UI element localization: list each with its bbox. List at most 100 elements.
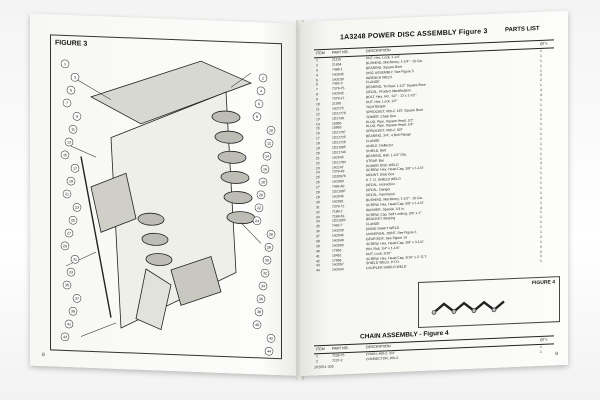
callout-25: 25 xyxy=(68,215,78,225)
callout-40: 40 xyxy=(252,320,262,330)
drive-shaft xyxy=(80,156,112,318)
svg-text:27: 27 xyxy=(67,231,71,235)
parts-cell-desc: COUPLER SHIELD WELD xyxy=(366,264,407,271)
svg-text:41: 41 xyxy=(67,322,71,326)
callout-3: 3 xyxy=(70,73,80,82)
callout-4: 4 xyxy=(256,86,266,96)
callout-42: 42 xyxy=(266,334,276,343)
footer-code: 1P2651-308 xyxy=(314,364,334,370)
callout-6: 6 xyxy=(254,99,264,109)
callout-29: 29 xyxy=(60,241,70,251)
callout-23: 23 xyxy=(72,203,82,212)
callout-26: 26 xyxy=(266,230,276,239)
svg-text:38: 38 xyxy=(257,310,261,314)
svg-text:17: 17 xyxy=(73,167,77,171)
left-page: FIGURE 3 xyxy=(30,13,302,377)
svg-text:34: 34 xyxy=(261,284,265,288)
callout-28: 28 xyxy=(264,242,274,252)
callout-10: 10 xyxy=(266,126,276,135)
callout-20: 20 xyxy=(256,190,266,200)
callout-18: 18 xyxy=(258,177,268,187)
right-page: 1A3248 POWER DISC ASSEMBLY Figure 3 PART… xyxy=(300,10,568,376)
svg-text:37: 37 xyxy=(75,297,79,301)
disc-stack xyxy=(137,110,256,266)
callout-37: 37 xyxy=(72,294,82,303)
svg-text:4: 4 xyxy=(260,89,262,93)
assembly-title: 1A3248 POWER DISC ASSEMBLY Figure 3 xyxy=(340,28,488,42)
svg-text:40: 40 xyxy=(255,323,259,327)
svg-text:12: 12 xyxy=(267,141,271,145)
callout-22: 22 xyxy=(254,203,264,213)
svg-text:13: 13 xyxy=(67,140,71,144)
parts-list-label: PARTS LIST xyxy=(505,25,540,34)
chain-header-qty: QTY. xyxy=(540,337,548,342)
callout-43: 43 xyxy=(60,332,70,342)
svg-text:30: 30 xyxy=(265,258,269,262)
svg-text:33: 33 xyxy=(69,270,73,274)
figure-3-frame: FIGURE 3 xyxy=(50,34,282,360)
callout-36: 36 xyxy=(256,294,266,304)
callout-39: 39 xyxy=(68,306,78,316)
callout-13: 13 xyxy=(64,137,74,147)
chain-assembly-title: CHAIN ASSEMBLY - Figure 4 xyxy=(360,329,449,341)
svg-text:44: 44 xyxy=(267,349,271,353)
svg-text:22: 22 xyxy=(257,206,261,210)
svg-text:6: 6 xyxy=(258,102,260,106)
svg-text:29: 29 xyxy=(63,244,67,248)
parts-cell-part: 1A2634 xyxy=(332,267,344,272)
callout-group: 1234567891011121314151617181920212223242… xyxy=(60,59,276,356)
svg-text:2: 2 xyxy=(262,76,264,80)
svg-text:24: 24 xyxy=(255,219,259,223)
svg-text:3: 3 xyxy=(74,76,76,80)
callout-44: 44 xyxy=(264,346,274,356)
svg-text:19: 19 xyxy=(69,179,73,183)
parts-cell-qty: 1 xyxy=(540,259,542,264)
svg-text:14: 14 xyxy=(265,154,269,158)
chain-box xyxy=(90,172,137,233)
parts-cell-item: 44 xyxy=(316,268,320,273)
callout-17: 17 xyxy=(70,164,80,173)
callout-9: 9 xyxy=(72,112,82,121)
header-item: ITEM xyxy=(316,50,325,56)
callout-12: 12 xyxy=(264,138,274,148)
callout-11: 11 xyxy=(68,124,78,134)
callout-21: 21 xyxy=(62,189,72,199)
chain-drawing xyxy=(431,300,505,315)
callout-2: 2 xyxy=(258,73,268,83)
leader-lines xyxy=(65,72,262,337)
svg-text:11: 11 xyxy=(71,127,75,131)
svg-text:26: 26 xyxy=(269,233,273,237)
chain-cell-qty: 1 xyxy=(540,349,542,354)
svg-text:25: 25 xyxy=(71,218,75,222)
frame-tube xyxy=(89,60,253,125)
callout-1: 1 xyxy=(60,59,70,69)
svg-text:21: 21 xyxy=(65,192,69,196)
header-part: PART NO. xyxy=(332,49,349,55)
left-page-number: 8 xyxy=(42,352,45,359)
svg-text:7: 7 xyxy=(66,101,68,105)
chain-header-description: DESCRIPTION xyxy=(366,344,391,350)
chain-header-item: ITEM xyxy=(316,346,325,352)
callout-35: 35 xyxy=(62,280,72,290)
svg-text:35: 35 xyxy=(65,283,69,287)
callout-16: 16 xyxy=(260,164,270,174)
chain-cell-item: 2 xyxy=(316,359,318,364)
callout-32: 32 xyxy=(260,268,270,278)
callout-8: 8 xyxy=(252,112,262,122)
callout-14: 14 xyxy=(262,151,272,161)
svg-text:15: 15 xyxy=(63,153,67,157)
right-page-number: 9 xyxy=(555,351,558,358)
svg-text:16: 16 xyxy=(263,167,267,171)
callout-7: 7 xyxy=(62,98,72,108)
svg-text:39: 39 xyxy=(71,309,75,313)
svg-text:31: 31 xyxy=(73,258,77,262)
callout-30: 30 xyxy=(262,255,272,265)
header-description: DESCRIPTION xyxy=(366,48,391,54)
svg-text:36: 36 xyxy=(259,297,263,301)
callout-34: 34 xyxy=(258,281,268,291)
chain-header-part: PART NO. xyxy=(332,345,349,351)
callout-5: 5 xyxy=(66,85,76,95)
